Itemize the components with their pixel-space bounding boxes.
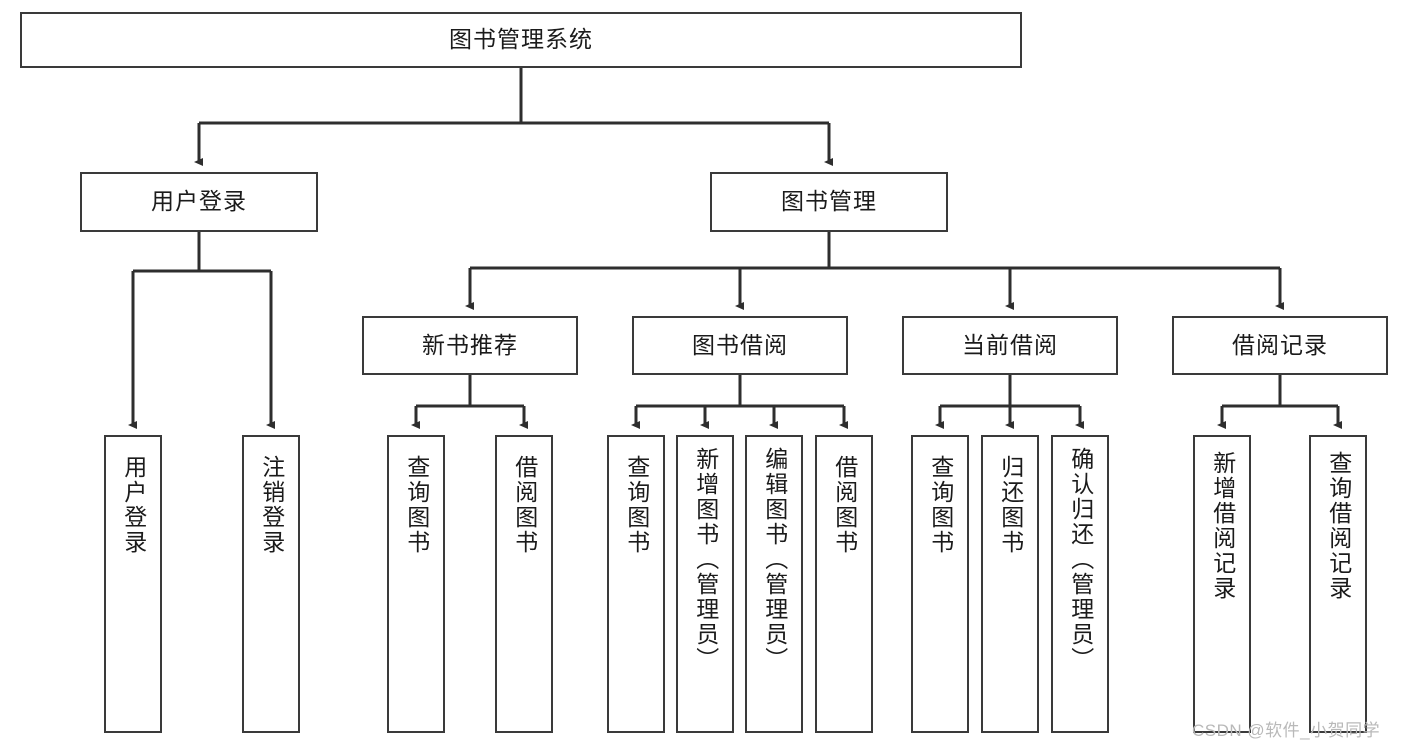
leaf-user-login[interactable]: 用户登录 (104, 435, 162, 733)
leaf-logout[interactable]: 注销登录 (242, 435, 300, 733)
node-borrow-record-label: 借阅记录 (1232, 331, 1328, 358)
leaf-bb-edit-book[interactable]: 编辑图书（管理员） (745, 435, 803, 733)
leaf-bb-add-book[interactable]: 新增图书（管理员） (676, 435, 734, 733)
leaf-cb-return-book-label: 归还图书 (997, 455, 1024, 555)
leaf-nbr-borrow-book-label: 借阅图书 (511, 455, 538, 555)
node-book-borrow-label: 图书借阅 (692, 331, 788, 358)
node-book-borrow[interactable]: 图书借阅 (632, 316, 848, 375)
node-current-borrow-label: 当前借阅 (962, 331, 1058, 358)
leaf-br-query-record[interactable]: 查询借阅记录 (1309, 435, 1367, 733)
node-user-login-label: 用户登录 (151, 188, 247, 215)
node-current-borrow[interactable]: 当前借阅 (902, 316, 1118, 375)
leaf-bb-borrow-book-label: 借阅图书 (831, 455, 858, 555)
node-book-management-label: 图书管理 (781, 188, 877, 215)
leaf-nbr-query-book[interactable]: 查询图书 (387, 435, 445, 733)
leaf-nbr-borrow-book[interactable]: 借阅图书 (495, 435, 553, 733)
leaf-br-add-record-label: 新增借阅记录 (1209, 451, 1236, 601)
leaf-cb-confirm-return-label: 确认归还（管理员） (1067, 447, 1094, 672)
node-borrow-record[interactable]: 借阅记录 (1172, 316, 1388, 375)
leaf-cb-confirm-return[interactable]: 确认归还（管理员） (1051, 435, 1109, 733)
leaf-cb-query-book-label: 查询图书 (927, 455, 954, 555)
leaf-nbr-query-book-label: 查询图书 (403, 455, 430, 555)
leaf-cb-return-book[interactable]: 归还图书 (981, 435, 1039, 733)
leaf-cb-query-book[interactable]: 查询图书 (911, 435, 969, 733)
leaf-bb-add-book-label: 新增图书（管理员） (692, 447, 719, 672)
node-book-management[interactable]: 图书管理 (710, 172, 948, 232)
leaf-logout-label: 注销登录 (258, 455, 285, 555)
node-user-login[interactable]: 用户登录 (80, 172, 318, 232)
leaf-bb-edit-book-label: 编辑图书（管理员） (761, 447, 788, 672)
leaf-user-login-label: 用户登录 (120, 455, 147, 555)
leaf-bb-borrow-book[interactable]: 借阅图书 (815, 435, 873, 733)
leaf-br-query-record-label: 查询借阅记录 (1325, 451, 1352, 601)
node-new-book-recommend-label: 新书推荐 (422, 331, 518, 358)
leaf-br-add-record[interactable]: 新增借阅记录 (1193, 435, 1251, 733)
leaf-bb-query-book[interactable]: 查询图书 (607, 435, 665, 733)
node-root-label: 图书管理系统 (449, 26, 593, 53)
node-root[interactable]: 图书管理系统 (20, 12, 1022, 68)
csdn-watermark: CSDN @软件_小贺同学 (1192, 721, 1381, 740)
node-new-book-recommend[interactable]: 新书推荐 (362, 316, 578, 375)
leaf-bb-query-book-label: 查询图书 (623, 455, 650, 555)
